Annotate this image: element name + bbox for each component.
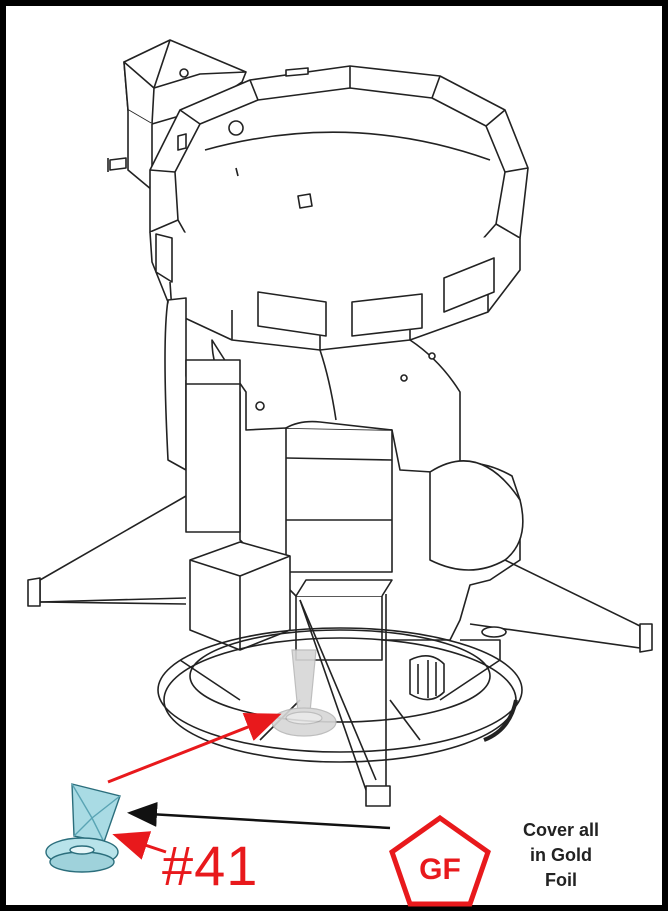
base-ring-outer [157, 627, 523, 753]
front-column [285, 427, 393, 573]
note-line-1: Cover all [522, 820, 600, 840]
callout-arrow [107, 713, 282, 784]
part-number-label: #41 [162, 834, 259, 897]
gold-foil-note: Cover all in Gold Foil [486, 818, 636, 893]
note-line-3: Foil [545, 870, 577, 890]
left-leg [39, 495, 187, 603]
badge-code: GF [419, 853, 461, 886]
gold-foil-badge-icon [389, 814, 491, 907]
badge-arrow [127, 801, 391, 830]
left-panel [185, 359, 241, 533]
thruster-nozzle-icon [45, 783, 121, 873]
note-line-2: in Gold [530, 845, 592, 865]
label-arrow [112, 831, 167, 860]
spacecraft-line-art [27, 39, 653, 807]
